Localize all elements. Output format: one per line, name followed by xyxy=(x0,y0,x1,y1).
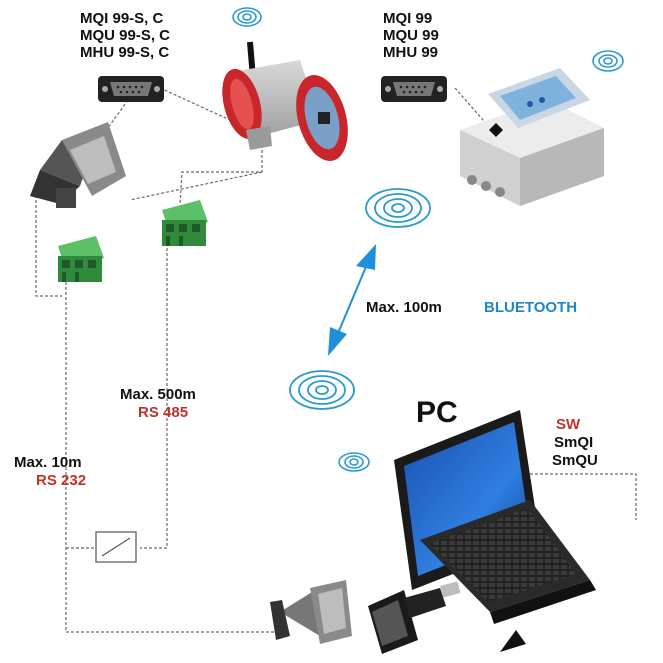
wiring xyxy=(35,87,637,633)
bluetooth-protocol-label: BLUETOOTH xyxy=(484,299,578,316)
wireless-signal-icon xyxy=(289,370,355,410)
rs232-protocol-label: RS 232 xyxy=(36,472,87,489)
bluetooth-range-arrow xyxy=(328,244,376,356)
software-label-smqu: SmQU xyxy=(552,452,598,469)
db9-cable-plug-icon xyxy=(270,580,352,644)
device-label-right-2: MQU 99 xyxy=(383,27,439,44)
bluetooth-distance-label: Max. 100m xyxy=(366,299,442,316)
laptop-image xyxy=(394,410,596,624)
device-label-left-1: MQI 99-S, C xyxy=(80,10,164,27)
wireless-signal-icon xyxy=(592,50,624,72)
terminal-block-icon xyxy=(162,200,208,246)
wire-rs232-vertical xyxy=(65,282,280,633)
terminal-block-icon xyxy=(58,236,104,282)
usb-serial-adapter-icon xyxy=(368,581,461,654)
rs485-protocol-label: RS 485 xyxy=(138,404,189,421)
db9-cable-plug-icon xyxy=(30,122,126,208)
device-label-left-2: MQU 99-S, C xyxy=(80,27,171,44)
wire-label-left xyxy=(159,87,231,121)
wireless-signal-icon xyxy=(232,7,262,27)
rs485-distance-label: Max. 500m xyxy=(120,386,196,403)
rs232-distance-label: Max. 10m xyxy=(14,454,82,471)
device-label-right-1: MQI 99 xyxy=(383,10,433,27)
wireless-signal-icon xyxy=(338,452,370,472)
db9-connector-icon xyxy=(98,76,164,102)
device-label-left-3: MHU 99-S, C xyxy=(80,44,170,61)
software-label-smqi: SmQI xyxy=(554,434,594,451)
pc-label: PC xyxy=(416,396,458,429)
arrow-head xyxy=(500,630,526,652)
db9-connector-icon xyxy=(381,76,447,102)
device-label-right-3: MHU 99 xyxy=(383,44,439,61)
converter-box-icon xyxy=(95,531,137,563)
wire-label-right xyxy=(454,87,491,129)
enclosure-device-image xyxy=(460,68,604,206)
wire-db9-left-down xyxy=(35,190,62,297)
wire-pc-right xyxy=(500,473,637,520)
sensor-device-image xyxy=(222,41,348,161)
wireless-signal-icon xyxy=(365,188,431,228)
wire-rs485-vertical xyxy=(140,248,168,549)
wire-branch-left xyxy=(129,171,263,201)
wire-sensor-to-connectors xyxy=(179,145,263,205)
software-label-sw: SW xyxy=(556,416,581,433)
